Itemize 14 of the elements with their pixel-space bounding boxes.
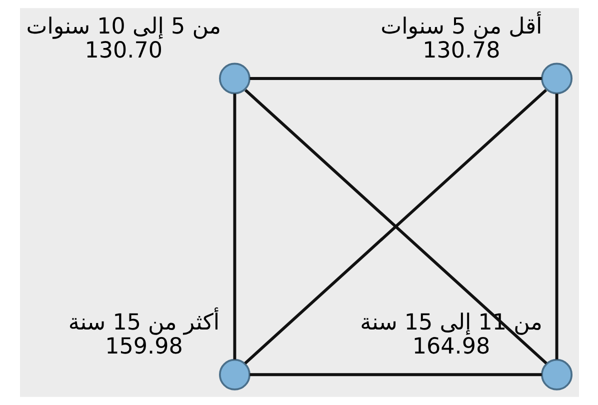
node-circle: [540, 358, 572, 390]
connector: [244, 88, 547, 364]
node-label: 159.98: [104, 334, 182, 360]
node-label: 164.98: [412, 334, 490, 360]
node-label: أقل من 5 سنوات: [380, 13, 542, 40]
connector: [249, 77, 542, 80]
node-circle: [540, 62, 572, 94]
node-label: من 5 إلى 10 سنوات: [26, 13, 221, 40]
connector: [232, 94, 236, 360]
node-circle: [218, 358, 250, 390]
node-circle: [218, 62, 250, 94]
node-label: أكثر من 15 سنة: [68, 309, 220, 336]
connector: [554, 94, 558, 360]
connector: [249, 373, 542, 376]
